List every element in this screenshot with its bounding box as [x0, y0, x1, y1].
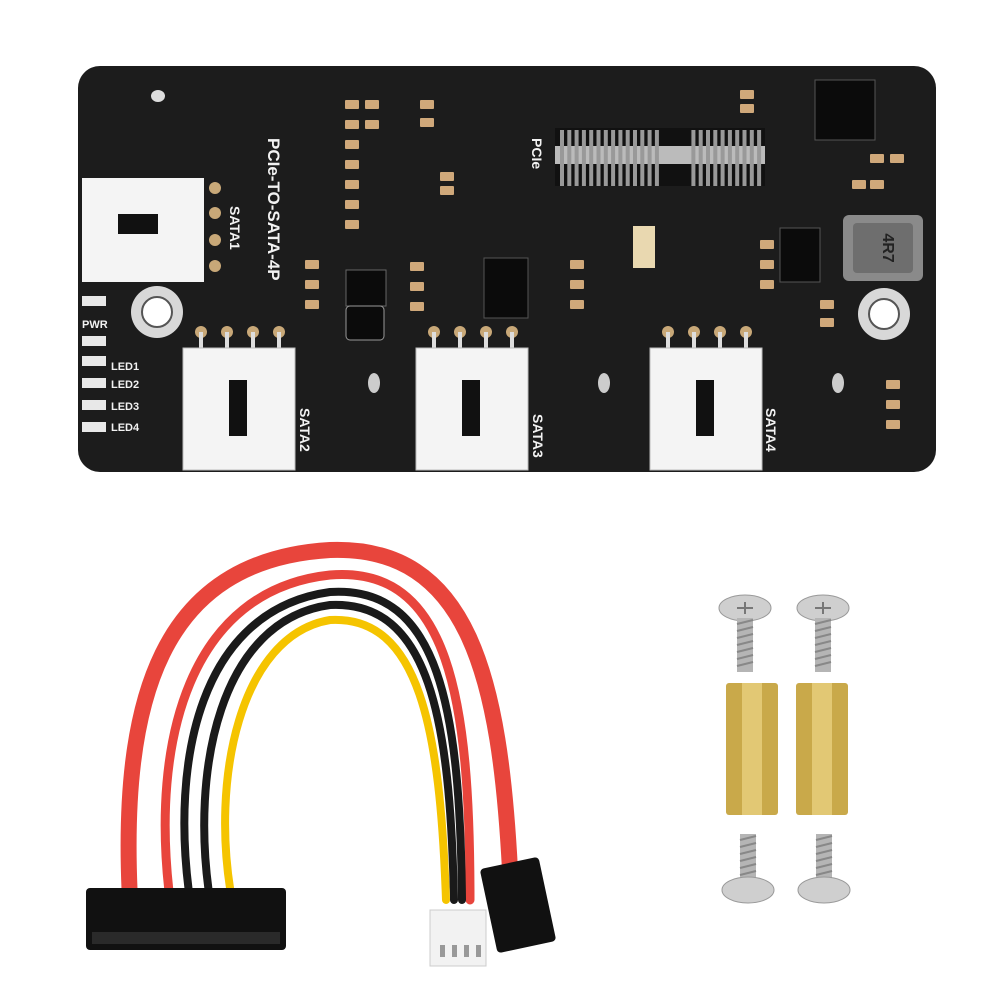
smd-component [820, 300, 834, 309]
screw [721, 834, 775, 904]
smd-component [345, 140, 359, 149]
smd-component [410, 262, 424, 271]
smd-component [890, 154, 904, 163]
smd-component [345, 160, 359, 169]
sata1-connector [82, 178, 221, 282]
smd-component [760, 280, 774, 289]
smd-component [570, 280, 584, 289]
smd-component [870, 154, 884, 163]
chip [779, 227, 821, 283]
sata4-connector [649, 326, 763, 471]
led4-label: LED4 [111, 422, 140, 434]
smd-component [852, 180, 866, 189]
smd-component [420, 100, 434, 109]
smd-component [305, 280, 319, 289]
smd-component [345, 220, 359, 229]
board-title: PCIe-TO-SATA-4P [264, 138, 283, 281]
screw [718, 594, 772, 672]
smd-component [740, 90, 754, 99]
pcie-connector [555, 128, 765, 186]
sata-combo-connector [86, 888, 286, 950]
brass-standoff [796, 683, 848, 815]
chip [814, 79, 876, 141]
brass-standoff [726, 683, 778, 815]
smd-component [410, 302, 424, 311]
smd-component [820, 318, 834, 327]
chip [483, 257, 529, 319]
smd-component [760, 260, 774, 269]
svg-text:4R7: 4R7 [879, 233, 896, 262]
smd-component [305, 260, 319, 269]
smd-component [345, 200, 359, 209]
mounting-hardware [718, 594, 851, 904]
led3-label: LED3 [111, 401, 139, 413]
sata2-label: SATA2 [297, 408, 313, 452]
smd-component [440, 172, 454, 181]
capacitor [633, 226, 655, 268]
smd-component [740, 104, 754, 113]
smd-component [305, 300, 319, 309]
smd-component [870, 180, 884, 189]
sata3-connector [415, 326, 529, 471]
smd-component [886, 400, 900, 409]
sata-power-cable [120, 541, 518, 908]
sata-data-connector [480, 857, 556, 953]
sata4-label: SATA4 [763, 408, 779, 452]
sata2-connector [182, 326, 296, 471]
led1-label: LED1 [111, 361, 139, 373]
smd-component [345, 120, 359, 129]
screw [796, 594, 850, 672]
smd-component [365, 100, 379, 109]
smd-component [760, 240, 774, 249]
pcie-label: PCIe [529, 138, 545, 169]
sata1-label: SATA1 [227, 206, 243, 250]
pwr-label: PWR [82, 319, 108, 331]
smd-component [886, 380, 900, 389]
chip [345, 269, 387, 307]
smd-component [345, 180, 359, 189]
smd-component [440, 186, 454, 195]
smd-component [420, 118, 434, 127]
smd-component [886, 420, 900, 429]
screw [797, 834, 851, 904]
sata3-label: SATA3 [530, 414, 546, 458]
chip [345, 305, 385, 341]
small-pin-connector [429, 909, 487, 967]
pcb-board: 4R7 PCIe-TO-SATA-4P SATA1 SATA2 SATA3 SA… [78, 66, 936, 472]
smd-component [570, 260, 584, 269]
smd-component [570, 300, 584, 309]
smd-component [365, 120, 379, 129]
smd-component [410, 282, 424, 291]
smd-component [345, 100, 359, 109]
led2-label: LED2 [111, 379, 139, 391]
